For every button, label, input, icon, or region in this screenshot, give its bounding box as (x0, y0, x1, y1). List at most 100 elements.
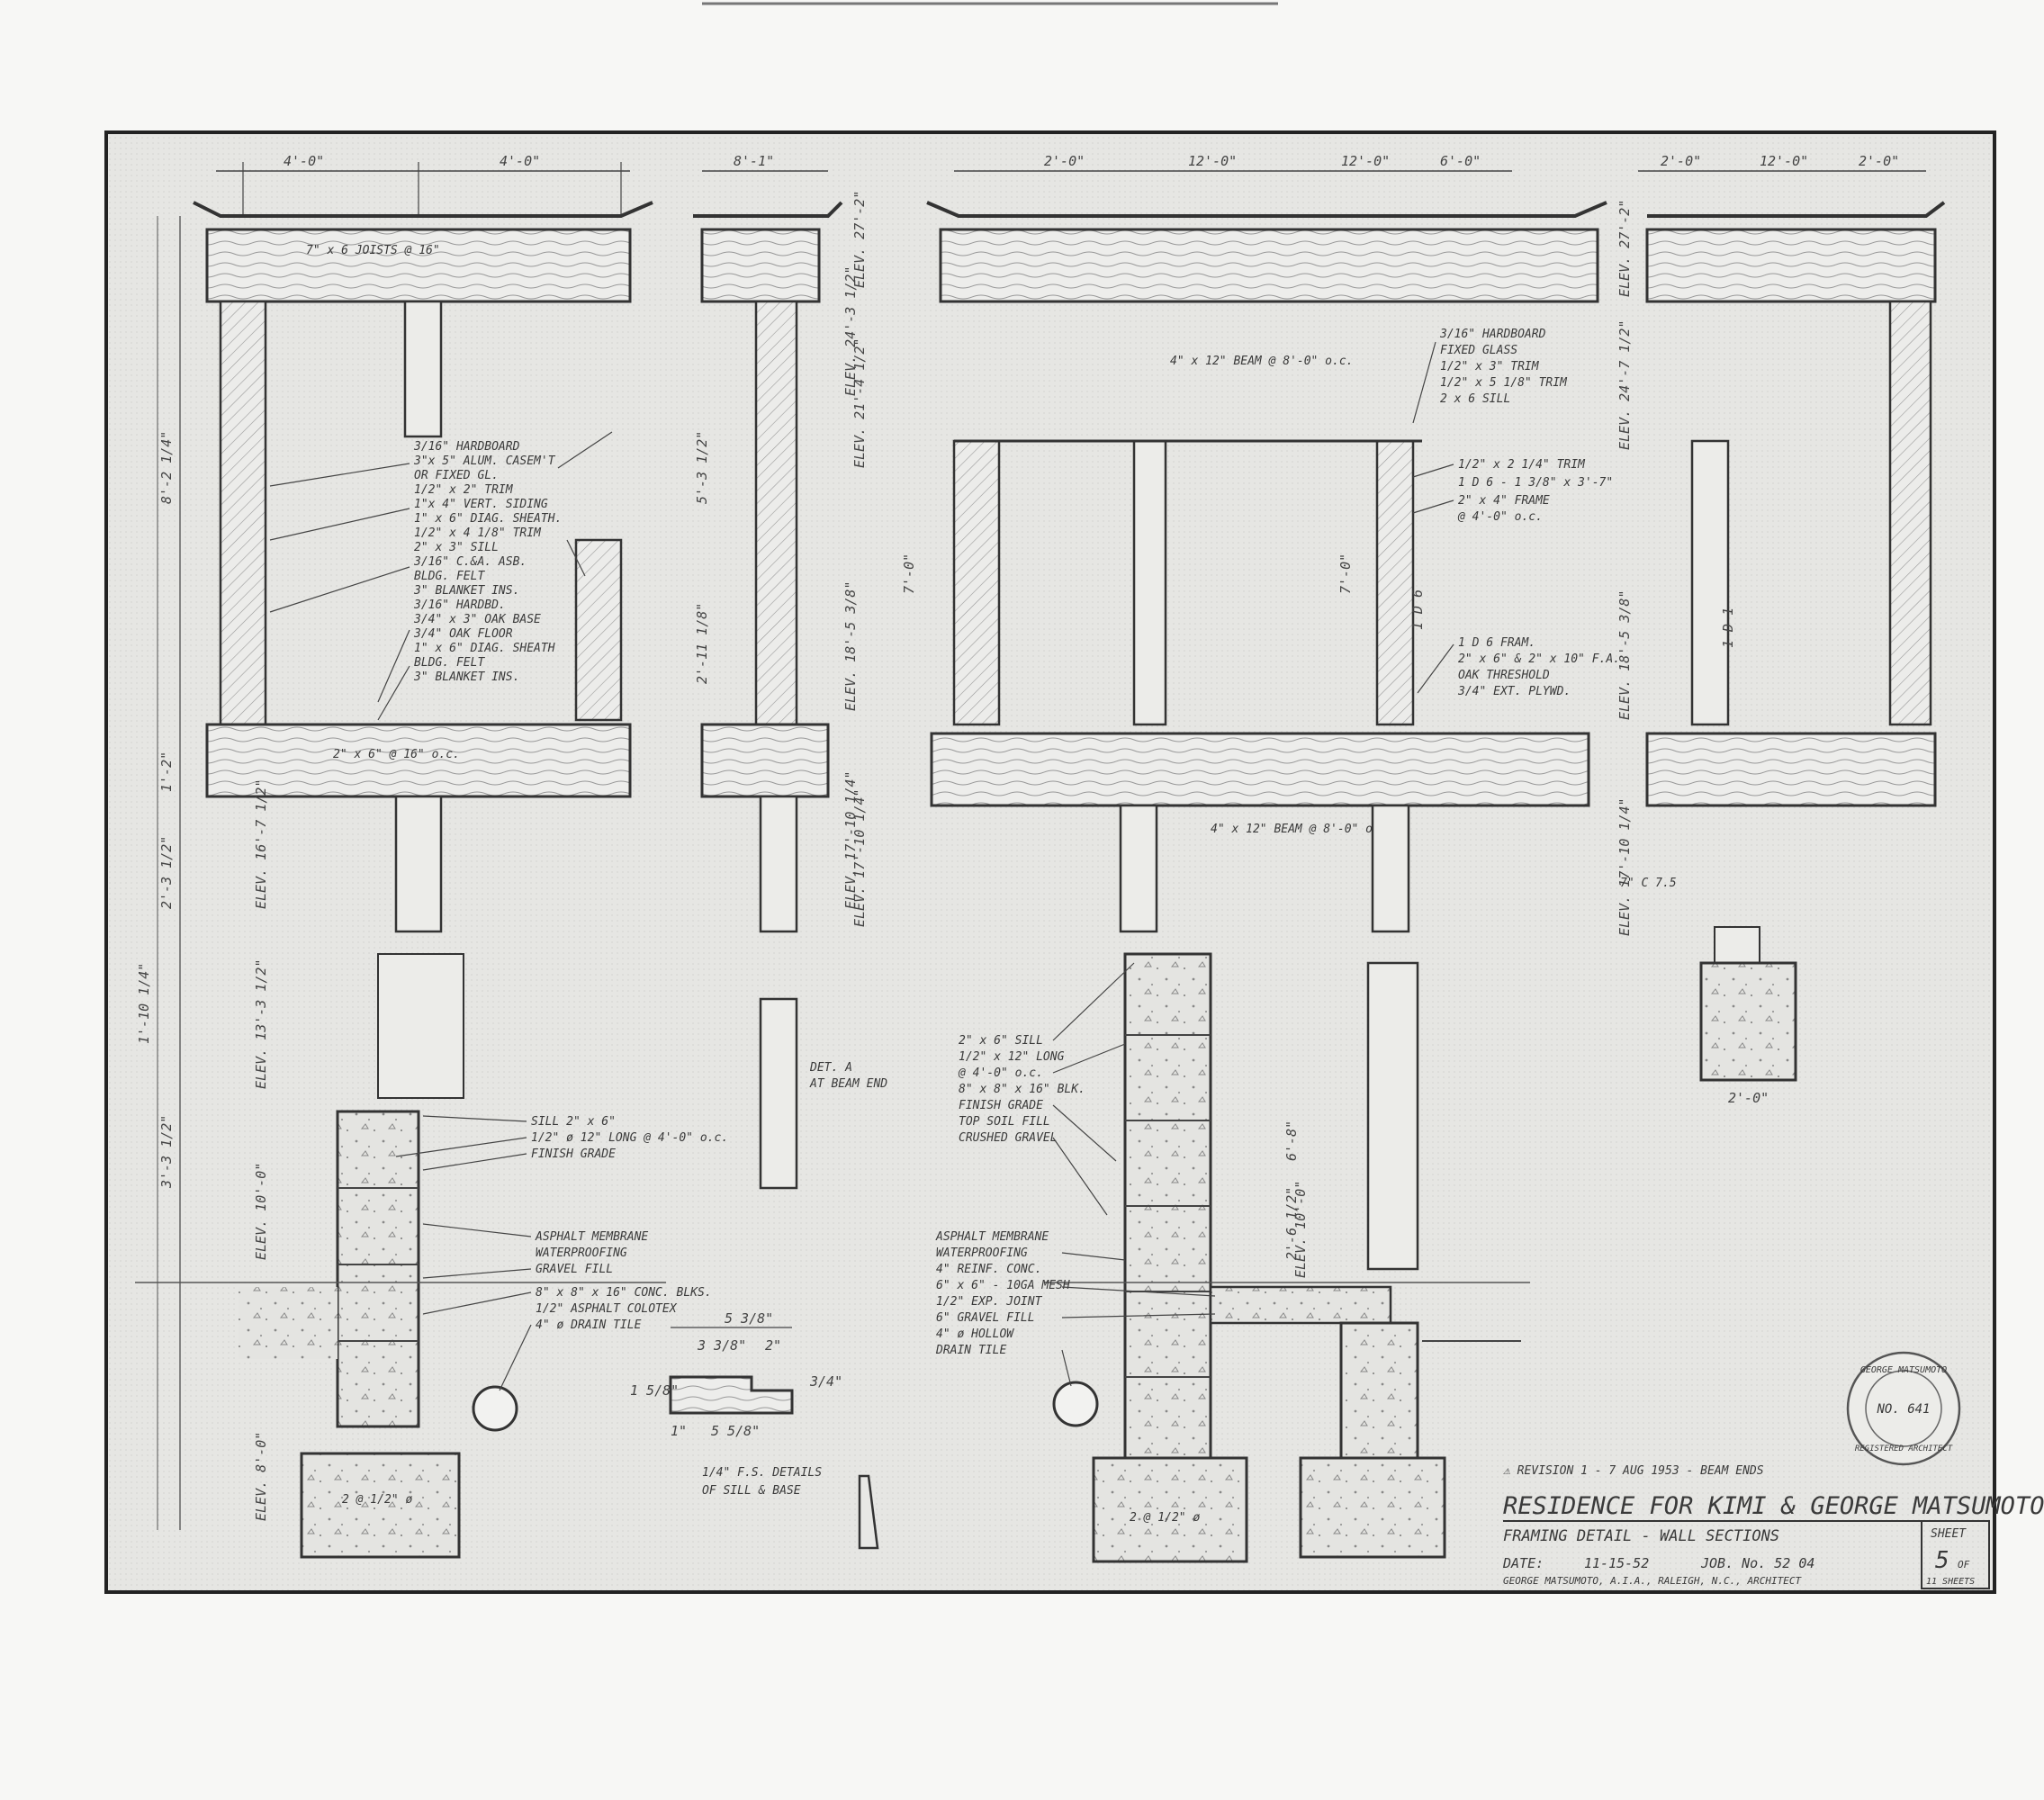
note: 3/16" HARDBOARD (413, 440, 520, 454)
section1-dim-2: 4'-0" (500, 153, 540, 169)
note: @ 4'-0" o.c. (1457, 510, 1543, 524)
note: 1/2" x 2" TRIM (414, 483, 514, 497)
section3-right-foundation (1339, 1321, 1419, 1460)
note: 3" BLANKET INS. (413, 584, 519, 598)
section4-dim: 12'-0" (1760, 153, 1808, 169)
section1-dim-1: 4'-0" (284, 153, 324, 169)
note: 3/16" C.&A. ASB. (413, 555, 527, 569)
note: 3" BLANKET INS. (413, 670, 519, 684)
sill-caption: 1/4" F.S. DETAILS (702, 1466, 822, 1480)
section4-dim-bottom: 2'-0" (1728, 1090, 1769, 1106)
architect-seal: GEORGE MATSUMOTO NO. 641 REGISTERED ARCH… (1846, 1351, 1961, 1466)
note: 1/2" x 3" TRIM (1440, 360, 1540, 374)
note: GRAVEL FILL (536, 1263, 613, 1276)
note: WATERPROOFING (936, 1246, 1028, 1260)
seal-top: GEORGE MATSUMOTO (1860, 1365, 1947, 1375)
section3-beam-bottom: 4" x 12" BEAM @ 8'-0" o.c. (1211, 823, 1394, 836)
section1-wall-notes: 3/16" HARDBOARD 3"x 5" ALUM. CASEM'T OR … (269, 431, 613, 721)
section2-elev: ELEV. 21'-4 1/2" (851, 338, 868, 469)
note: 8" x 8" x 16" BLK. (959, 1083, 1085, 1096)
sill-profile (669, 1375, 794, 1415)
section1-roof-joists (205, 228, 632, 303)
wall-section-4: 2'-0" 12'-0" 2'-0" ELEV. 27'-2" ELEV. 24… (1616, 153, 1946, 1106)
project-title: RESIDENCE FOR KIMI & GEORGE MATSUMOTO (1503, 1492, 2044, 1520)
date-value: 11-15-52 (1584, 1555, 1649, 1571)
section1-joist-spacing: 2" x 6" @ 16" o.c. (333, 748, 460, 761)
architect-line: GEORGE MATSUMOTO, A.I.A., RALEIGH, N.C.,… (1503, 1575, 1803, 1587)
note: 1 D 6 FRAM. (1458, 636, 1535, 650)
sill-caption: OF SILL & BASE (702, 1484, 801, 1498)
sill-dim: 3 3/8" (697, 1337, 746, 1354)
section1-interior-post (403, 300, 443, 438)
dim: 1'-10 1/4" (136, 963, 152, 1044)
sheet-box (1921, 1520, 1990, 1589)
note: BLDG. FELT (414, 570, 485, 583)
elev: ELEV. 16'-7 1/2" (253, 779, 269, 910)
note: 3"x 5" ALUM. CASEM'T (413, 454, 556, 468)
section1-slab-gravel (239, 1287, 338, 1359)
det-a-label: DET. A (809, 1061, 852, 1075)
date-label: DATE: (1502, 1555, 1544, 1571)
section3-right-footing (1299, 1456, 1446, 1559)
note: ASPHALT MEMBRANE (535, 1230, 648, 1244)
section3-dim: 2'-0" (1044, 153, 1085, 169)
note: @ 4'-0" o.c. (958, 1066, 1043, 1080)
dim: 8'-2 1/4" (158, 431, 175, 504)
note: WATERPROOFING (536, 1246, 627, 1260)
section1-block-joints (338, 1187, 419, 1342)
note: 2" x 4" FRAME (1458, 494, 1550, 508)
section2-dim-top: 8'-1" (734, 153, 774, 169)
note: 3/4" OAK FLOOR (413, 627, 513, 641)
note: 3/16" HARDBOARD (1439, 328, 1546, 341)
wall-section-1: 4'-0" 4'-0" 7" x 6 JOISTS @ 16" 2" x 6" … (135, 153, 728, 1559)
sill-base-detail: 5 3/8" 3 3/8" 2" 5 5/8" 1 5/8" 3/4" 1" 1… (630, 1310, 879, 1550)
note: 2 x 6 SILL (1440, 392, 1510, 406)
section3-roof-joists (939, 228, 1599, 303)
section4-jamb (1690, 439, 1730, 726)
section1-pier (394, 795, 443, 933)
elev: ELEV. 10'-0" (253, 1163, 269, 1260)
note: FINISH GRADE (531, 1148, 616, 1161)
section3-window-mullion (1132, 439, 1167, 726)
note: 1/2" x 2 1/4" TRIM (1458, 458, 1586, 472)
note: FINISH GRADE (959, 1099, 1043, 1112)
section3-dim: 7'-0" (1337, 554, 1354, 594)
sheet-of: OF (1958, 1559, 1970, 1570)
note: 1/2" EXP. JOINT (936, 1295, 1043, 1309)
note: 1/2" x 4 1/8" TRIM (414, 526, 542, 540)
note: 1"x 4" VERT. SIDING (414, 498, 548, 511)
note: 2" x 6" SILL (959, 1034, 1043, 1048)
note: 6" GRAVEL FILL (936, 1311, 1035, 1325)
section4-elev: ELEV. 17'-10 1/4" (1616, 797, 1633, 936)
section3-slab (1209, 1285, 1392, 1325)
section3-door-tag: 1 D 6 (1409, 590, 1426, 630)
section3-dim: 12'-0" (1341, 153, 1390, 169)
base-profile (858, 1474, 879, 1550)
section3-footing-rebar: 2 @ 1/2" ø (1130, 1511, 1200, 1525)
sill-dim: 5 5/8" (711, 1423, 760, 1439)
section1-dim-top: 4'-0" 4'-0" (216, 153, 630, 216)
section1-foundation-notes: SILL 2" x 6" 1/2" ø 12" LONG @ 4'-0" o.c… (395, 1115, 728, 1391)
section2-elev: ELEV. 17'-10 1/4" (851, 788, 868, 927)
det-a-sub: AT BEAM END (809, 1077, 887, 1091)
section1-floor-joists (205, 723, 632, 798)
section2-elev: ELEV. 27'-2" (851, 191, 868, 288)
section2-wall (754, 300, 798, 726)
note: CRUSHED GRAVEL (959, 1131, 1058, 1145)
sheet-label: SHEET (1931, 1527, 1967, 1541)
drawing-title: FRAMING DETAIL - WALL SECTIONS (1503, 1527, 1779, 1545)
sill-dim: 1" (671, 1423, 687, 1439)
section3-dim: 7'-0" (901, 554, 917, 594)
section3-dim: 6'-0" (1440, 153, 1481, 169)
note: 6" x 6" - 10GA MESH (936, 1279, 1070, 1292)
sill-dim: 2" (765, 1337, 781, 1354)
note: 3/4" x 3" OAK BASE (413, 613, 541, 626)
section3-floor-joists (930, 732, 1590, 807)
section1-left-dims: 8'-2 1/4" 1'-2" 2'-3 1/2" 1'-10 1/4" 3'-… (136, 216, 269, 1530)
section4-wall (1888, 300, 1932, 726)
section3-footing (1092, 1456, 1248, 1563)
section2-dim: 2'-11 1/8" (694, 603, 710, 684)
wall-section-2: 8'-1" ELEV. 27'-2" ELEV. 21'-4 1/2" ELEV… (693, 153, 887, 1190)
section3-door-frame (1375, 439, 1415, 726)
section3-post (1371, 804, 1410, 933)
